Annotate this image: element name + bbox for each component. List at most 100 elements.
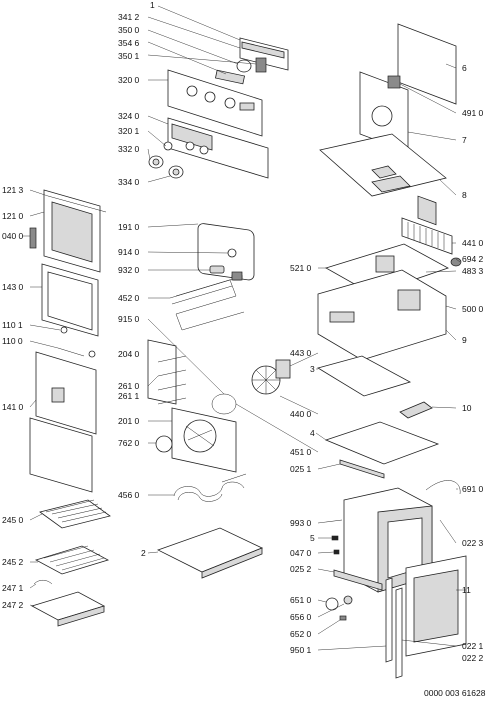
part-outer-glass bbox=[29, 351, 97, 493]
part-bracket bbox=[399, 401, 433, 419]
part-bottom-tray bbox=[156, 527, 263, 579]
label: 762 0 bbox=[118, 438, 140, 448]
label: 022 3 bbox=[462, 538, 484, 548]
label: 8 bbox=[462, 190, 467, 200]
part-top-rail bbox=[316, 355, 412, 397]
label: 191 0 bbox=[118, 222, 140, 232]
part-knobs bbox=[148, 141, 184, 179]
part-side-rail bbox=[339, 459, 385, 479]
label: 245 2 bbox=[2, 557, 24, 567]
label: 521 0 bbox=[290, 263, 312, 273]
label: 456 0 bbox=[118, 490, 140, 500]
label: 451 0 bbox=[290, 447, 312, 457]
part-cooling-fan bbox=[401, 217, 453, 255]
label: 320 0 bbox=[118, 75, 140, 85]
part-baking-tray bbox=[30, 580, 106, 627]
label: 201 0 bbox=[118, 416, 140, 426]
label: 11 bbox=[462, 585, 471, 595]
label: 261 0 bbox=[118, 381, 140, 391]
part-lower-rail bbox=[333, 569, 383, 591]
label: 110 1 bbox=[2, 320, 23, 330]
label: 022 1 bbox=[462, 641, 484, 651]
part-door-frame bbox=[405, 555, 467, 657]
label: 047 0 bbox=[290, 548, 312, 558]
leader-lines bbox=[22, 5, 466, 651]
label: 354 6 bbox=[118, 38, 140, 48]
label: 025 1 bbox=[290, 464, 312, 474]
label: 141 0 bbox=[2, 402, 24, 412]
part-long-strip bbox=[385, 577, 403, 679]
part-labels: 1 341 2 350 0 354 6 350 1 320 0 324 0 32… bbox=[2, 0, 486, 698]
label: 261 1 bbox=[118, 391, 140, 401]
label: 247 1 bbox=[2, 583, 24, 593]
label: 245 0 bbox=[2, 515, 24, 525]
label: 441 0 bbox=[462, 238, 484, 248]
label: 204 0 bbox=[118, 349, 140, 359]
label: 350 1 bbox=[118, 51, 140, 61]
part-cover-plate bbox=[319, 133, 447, 197]
label: 440 0 bbox=[290, 409, 312, 419]
part-door-inner bbox=[43, 189, 107, 273]
label: 443 0 bbox=[290, 348, 312, 358]
label: 6 bbox=[462, 63, 467, 73]
part-rear-panel bbox=[171, 407, 237, 473]
label: 691 0 bbox=[462, 484, 484, 494]
footer-code: 0000 003 61628 bbox=[424, 688, 486, 698]
part-grill-rack bbox=[34, 545, 110, 575]
label: 7 bbox=[462, 135, 467, 145]
label: 915 0 bbox=[118, 314, 140, 324]
label: 950 1 bbox=[290, 645, 312, 655]
label: 656 0 bbox=[290, 612, 312, 622]
part-oven-cavity bbox=[343, 487, 433, 593]
part-control-panel bbox=[167, 69, 263, 137]
part-door-knob bbox=[325, 595, 353, 621]
label: 1 bbox=[150, 0, 155, 10]
label: 022 2 bbox=[462, 653, 484, 663]
part-back-panel bbox=[397, 23, 457, 226]
part-ring-element bbox=[211, 393, 237, 415]
label: 452 0 bbox=[118, 293, 140, 303]
label: 247 2 bbox=[2, 600, 24, 610]
label: 025 2 bbox=[290, 564, 312, 574]
label: 121 3 bbox=[2, 185, 24, 195]
label: 3 bbox=[310, 364, 315, 374]
part-side-rack bbox=[147, 339, 187, 405]
label: 491 0 bbox=[462, 108, 484, 118]
label: 121 0 bbox=[2, 211, 24, 221]
label: 932 0 bbox=[118, 265, 140, 275]
part-disc bbox=[155, 435, 173, 453]
label: 110 0 bbox=[2, 336, 23, 346]
part-screws bbox=[325, 519, 343, 555]
part-grill-element bbox=[169, 271, 245, 331]
part-door-glass bbox=[41, 263, 99, 337]
label: 143 0 bbox=[2, 282, 24, 292]
label: 040 0 bbox=[2, 231, 24, 241]
label: 483 3 bbox=[462, 266, 484, 276]
part-fan bbox=[251, 359, 291, 395]
label: 694 2 bbox=[462, 254, 484, 264]
label: 9 bbox=[462, 335, 467, 345]
part-door-hinge bbox=[29, 227, 37, 249]
label: 5 bbox=[310, 533, 315, 543]
part-wire-shelf bbox=[39, 499, 111, 529]
part-inner-glass bbox=[197, 223, 255, 281]
part-insulation-plate bbox=[324, 421, 440, 465]
label: 500 0 bbox=[462, 304, 484, 314]
label: 350 0 bbox=[118, 25, 140, 35]
part-upper-housing bbox=[359, 71, 409, 153]
label: 2 bbox=[141, 548, 146, 558]
part-bottom-element bbox=[173, 473, 247, 502]
label: 4 bbox=[310, 428, 315, 438]
label: 652 0 bbox=[290, 629, 312, 639]
part-electronics-tray bbox=[317, 269, 447, 361]
part-door-handle bbox=[57, 326, 96, 358]
label: 332 0 bbox=[118, 144, 140, 154]
label: 10 bbox=[462, 403, 472, 413]
label: 324 0 bbox=[118, 111, 140, 121]
label: 341 2 bbox=[118, 12, 140, 22]
part-hinge-spring bbox=[425, 480, 461, 495]
label: 993 0 bbox=[290, 518, 312, 528]
label: 320 1 bbox=[118, 126, 140, 136]
label: 651 0 bbox=[290, 595, 312, 605]
